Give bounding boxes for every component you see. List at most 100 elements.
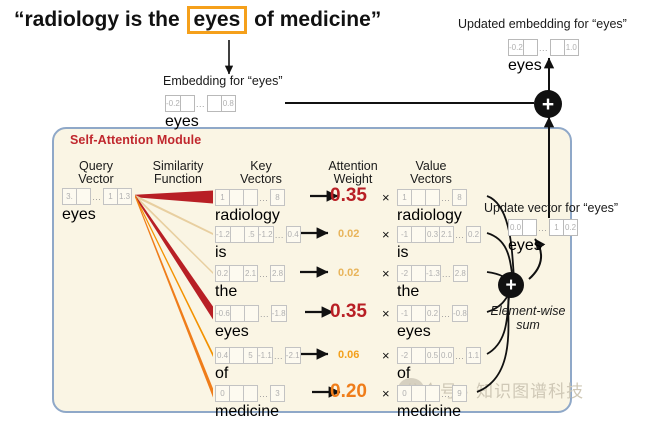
key-vector-medicine-cell-0: 0 [215, 385, 230, 402]
key-vector-the-cell-1 [229, 265, 244, 282]
value-vector-eyes-token-label: eyes [397, 323, 431, 340]
element-wise-sum-line1: Element-wise [490, 304, 566, 318]
key-vector-of-cell-0: 0.4 [215, 347, 230, 364]
key-vector-is-cell-1 [229, 226, 245, 243]
value-vector-is-token-label: is [397, 244, 409, 261]
value-vector-radiology-cell-0: 1 [397, 189, 412, 206]
value-vectors-line1: Value [415, 159, 447, 173]
key-vector-is-ellipsis: ··· [274, 232, 284, 242]
multiply-symbol-of: × [382, 348, 390, 363]
column-header-similarity-function: Similarity Function [139, 160, 217, 186]
similarity-beam-the [135, 194, 213, 274]
multiply-symbol-radiology: × [382, 190, 390, 205]
vector-updated-embedding-eyes-ellipsis: ··· [538, 45, 548, 55]
vector-query-eyes-ellipsis: ··· [92, 194, 101, 204]
multiply-symbol-is: × [382, 227, 390, 242]
similarity-beam-medicine [135, 194, 213, 398]
value-vector-radiology-ellipsis: ··· [441, 195, 450, 205]
value-vector-medicine-ellipsis: ··· [441, 391, 450, 401]
value-vector-the-token-label: the [397, 283, 420, 300]
value-vector-medicine-cell-1 [411, 385, 426, 402]
value-vector-eyes-cell-0: -1 [397, 305, 412, 322]
attention-weight-line1: Attention [328, 159, 378, 173]
similarity-beam-radiology [135, 190, 213, 204]
value-vector-medicine-cell-3: 9 [452, 385, 467, 402]
key-vector-medicine-cell-1 [229, 385, 244, 402]
vector-updated-embedding-eyes-cell-1 [522, 39, 538, 56]
value-vector-is-ellipsis: ··· [455, 232, 464, 242]
multiply-symbol-the: × [382, 266, 390, 281]
key-vector-eyes-cell-2 [243, 305, 259, 322]
value-vector-medicine-token-label: medicine [397, 403, 462, 420]
key-vector-medicine-ellipsis: ··· [259, 391, 268, 401]
vector-query-eyes-token-label: eyes [62, 206, 96, 223]
label-embedding-for-eyes: Embedding for “eyes” [163, 74, 283, 88]
page-headline: “radiology is the eyes of medicine” [14, 6, 381, 34]
column-header-query-vector: Query Vector [62, 160, 130, 186]
value-vector-of-cell-1 [411, 347, 426, 364]
watermark-text: 公众号 · 知识图谱科技 [404, 382, 585, 401]
value-vector-the-cell-1 [411, 265, 426, 282]
vector-query-eyes-cell-3: 1.3 [117, 188, 132, 205]
vector-updated-embedding-eyes-cell-3: 1.0 [563, 39, 579, 56]
value-vector-of-ellipsis: ··· [455, 353, 464, 363]
value-vector-is-cell-4: 0.2 [466, 226, 481, 243]
vector-update-vector-eyes-ellipsis: ··· [538, 225, 547, 235]
key-vector-eyes-cell-3: -1.8 [270, 305, 287, 322]
multiply-symbol-medicine: × [382, 386, 390, 401]
key-vector-the-cell-3: 2.8 [270, 265, 285, 282]
panel-title: Self-Attention Module [70, 133, 202, 147]
key-vector-is-cell-4: 0.4 [285, 226, 301, 243]
attention-weight-line2: Weight [333, 172, 373, 186]
sum-node-top: + [534, 90, 562, 118]
value-vector-of-cell-2: 0.5 [425, 347, 440, 364]
value-vectors-line2: Vectors [410, 172, 452, 186]
value-vector-radiology-cell-1 [411, 189, 426, 206]
value-vector-radiology-cell-2 [425, 189, 440, 206]
vector-update-vector-eyes-cell-3: 0.2 [563, 219, 578, 236]
value-vector-radiology-cell-3: 8 [452, 189, 467, 206]
key-vector-radiology-cell-3: 8 [270, 189, 285, 206]
attention-weight-is: 0.02 [338, 228, 360, 240]
headline-prefix: “radiology is the [14, 8, 186, 31]
key-vector-radiology-token-label: radiology [215, 207, 280, 224]
key-vector-eyes-cell-0: -0.6 [215, 305, 231, 322]
similarity-beams [135, 190, 213, 398]
key-vector-the-cell-0: 0.2 [215, 265, 230, 282]
key-vector-radiology-cell-2 [243, 189, 258, 206]
self-attention-panel [52, 127, 572, 413]
value-vector-of-cell-4: 1.1 [466, 347, 481, 364]
query-vector-line2: Vector [78, 172, 114, 186]
attention-weight-radiology: 0.35 [330, 185, 367, 206]
value-vector-the-ellipsis: ··· [441, 271, 451, 281]
value-vector-eyes-ellipsis: ··· [441, 311, 450, 321]
vector-embedding-eyes-token-label: eyes [165, 113, 199, 130]
attention-weight-medicine: 0.20 [330, 381, 367, 402]
headline-highlight-eyes: eyes [186, 6, 248, 34]
vector-embedding-eyes-cell-1 [179, 95, 195, 112]
label-update-vector-for-eyes: Update vector for “eyes” [484, 201, 619, 215]
key-vector-radiology-ellipsis: ··· [259, 195, 268, 205]
value-vector-is-cell-0: -1 [397, 226, 412, 243]
value-vector-is-cell-3: 2.1 [439, 226, 454, 243]
key-vector-the-ellipsis: ··· [259, 271, 268, 281]
vector-update-vector-eyes-cell-1 [522, 219, 537, 236]
similarity-beam-is [135, 194, 213, 235]
arrow-elementwise-to-update-vector [528, 238, 546, 280]
key-vector-medicine-cell-2 [243, 385, 258, 402]
value-vector-of-cell-0: -2 [397, 347, 412, 364]
vector-updated-embedding-eyes-token-label: eyes [508, 57, 542, 74]
key-vector-eyes-cell-1 [229, 305, 245, 322]
